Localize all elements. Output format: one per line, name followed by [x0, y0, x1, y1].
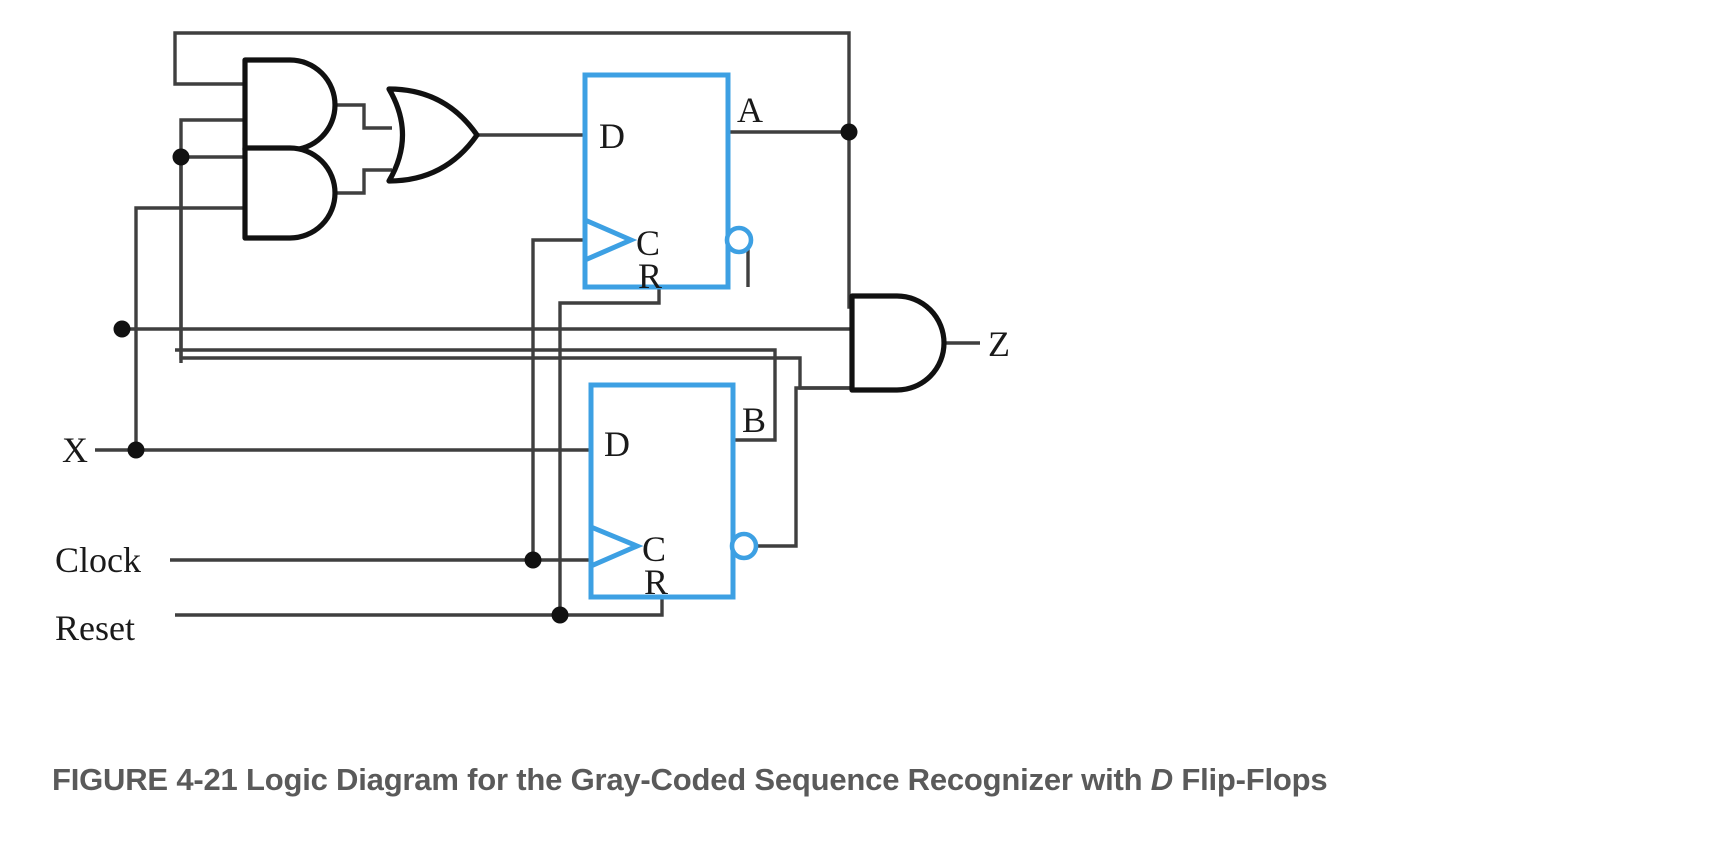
flipflop-b-clock-triangle [590, 524, 644, 569]
flipflop-a-c-label: C [636, 223, 660, 263]
junction-dot-a-output [840, 123, 858, 141]
flipflop-b-d-label: D [604, 424, 630, 464]
figure-caption: FIGURE 4-21 Logic Diagram for the Gray-C… [52, 762, 1692, 798]
flipflop-a-r-label: R [638, 256, 662, 296]
junction-dot-rail-329 [113, 320, 131, 338]
caption-suffix: Flip-Flops [1172, 762, 1328, 797]
junction-dot-clock [524, 551, 542, 569]
and-gate-z [849, 293, 947, 393]
and-gate-2 [242, 145, 338, 241]
and-gate-1 [242, 57, 338, 153]
wire-network [95, 31, 980, 617]
wire-clock-to-ffa [531, 238, 585, 560]
flipflop-b-qbar-bubble [729, 531, 759, 561]
flipflop-a-q-label: A [737, 90, 763, 130]
input-label-clock: Clock [55, 540, 141, 580]
input-label-reset: Reset [55, 608, 135, 648]
wire-and2-to-or1 [337, 168, 392, 195]
wire-a-to-z-gate [847, 132, 852, 309]
flipflop-b-box [588, 382, 736, 600]
flipflop-a-d-label: D [599, 116, 625, 156]
caption-italic-d: D [1150, 762, 1173, 797]
flipflop-a-clock-triangle [584, 217, 638, 263]
flipflop-b: D C R B [588, 382, 766, 602]
wire-ffb-q-feedback [175, 348, 777, 442]
caption-prefix: FIGURE 4-21 Logic Diagram for the Gray-C… [52, 762, 1151, 797]
input-label-x: X [62, 430, 88, 470]
wire-and1-to-or1 [337, 103, 392, 130]
or-gate-1 [386, 86, 480, 184]
flipflop-b-q-label: B [742, 400, 766, 440]
wire-a-feedback-top [173, 31, 851, 132]
wire-ffb-qbar-to-z [748, 386, 852, 548]
flipflop-b-c-label: C [642, 529, 666, 569]
logic-diagram: D C R A D C R B X Clock Reset Z [55, 31, 1010, 648]
junction-dot-bus-181 [172, 148, 190, 166]
junction-dot-reset [551, 606, 569, 624]
flipflop-a-qbar-bubble [724, 225, 754, 255]
flipflop-a: D C R A [582, 72, 763, 296]
wire-x-bus-vertical [134, 206, 245, 450]
output-label-z: Z [988, 324, 1010, 364]
wire-reset-main [175, 597, 664, 617]
junction-dot-x-input [127, 441, 145, 459]
flipflop-b-r-label: R [644, 562, 668, 602]
wire-reset-to-ffa [558, 287, 661, 615]
